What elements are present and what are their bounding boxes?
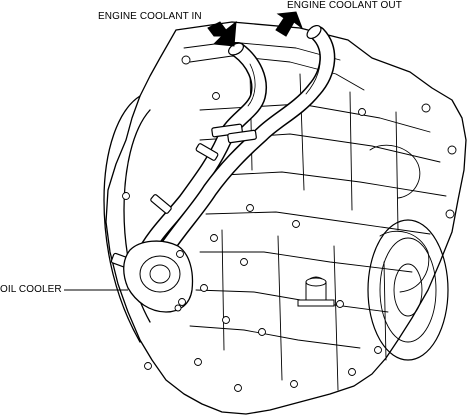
oil-cooler	[123, 240, 194, 313]
breather-fitting	[297, 276, 335, 307]
gear-cover	[367, 219, 449, 361]
transaxle-housing	[103, 21, 467, 415]
oil-cooler-label: OIL COOLER	[0, 284, 62, 295]
coolant-in-arrow	[207, 20, 237, 47]
coolant-out-arrow	[275, 11, 304, 37]
engine-coolant-out-label: ENGINE COOLANT OUT	[287, 0, 402, 11]
hose-ends	[228, 24, 322, 56]
engine-coolant-in-label: ENGINE COOLANT IN	[98, 11, 202, 22]
